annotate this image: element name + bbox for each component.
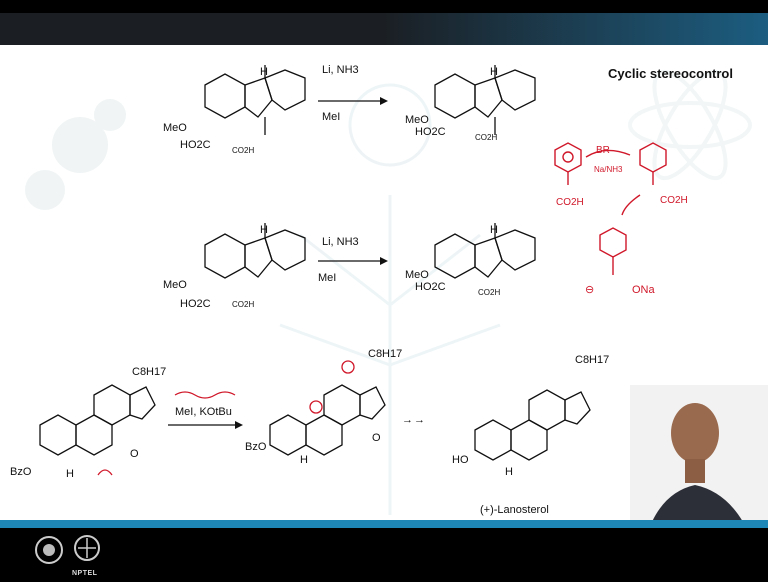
r2-reagent-bottom: MeI bbox=[318, 272, 336, 284]
r3-prod-h: H bbox=[300, 454, 308, 466]
handwritten-notes bbox=[554, 142, 667, 275]
r3-sm-bzo: BzO bbox=[10, 466, 32, 478]
hw-neg: ⊖ bbox=[585, 284, 594, 296]
slide-drawing: Cyclic stereocontrol MeO HO2C CO2H H Li,… bbox=[10, 64, 752, 516]
reaction-3-product bbox=[269, 360, 386, 456]
r3-sm-o: O bbox=[130, 448, 139, 460]
r3-reagent: MeI, KOtBu bbox=[175, 406, 232, 418]
r1-prod-h: H bbox=[490, 66, 498, 78]
nptel-logo-icon bbox=[74, 535, 100, 561]
background-tree-icon bbox=[279, 83, 501, 515]
hw-br: BR bbox=[596, 145, 610, 156]
r2-sm-ho2c: HO2C bbox=[180, 298, 211, 310]
r2-prod-ho2c: HO2C bbox=[415, 281, 446, 293]
r3-prod-bzo: BzO bbox=[245, 441, 267, 453]
r2-sm-h: H bbox=[260, 224, 268, 236]
lanosterol-ho: HO bbox=[452, 454, 469, 466]
lanosterol-h: H bbox=[505, 466, 513, 478]
r3-sm-h: H bbox=[66, 468, 74, 480]
nptel-logo-text: NPTEL bbox=[72, 570, 98, 577]
r2-prod-h: H bbox=[490, 224, 498, 236]
r1-prod-co2h: CO2H bbox=[475, 133, 497, 142]
double-arrow-1: → bbox=[402, 414, 413, 426]
hw-co2h-left: CO2H bbox=[556, 197, 584, 208]
lanosterol-label: (+)-Lanosterol bbox=[480, 504, 549, 516]
r1-reagent-top: Li, NH3 bbox=[322, 64, 359, 76]
iit-logo-icon bbox=[35, 536, 63, 564]
slide-canvas: Cyclic stereocontrol MeO HO2C CO2H H Li,… bbox=[0, 45, 768, 522]
presenter-video bbox=[630, 385, 768, 522]
lanosterol-c8h17: C8H17 bbox=[575, 354, 609, 366]
r2-sm-meo: MeO bbox=[163, 279, 187, 291]
r2-reagent-top: Li, NH3 bbox=[322, 236, 359, 248]
lanosterol-structure bbox=[474, 389, 591, 461]
r2-sm-co2h: CO2H bbox=[232, 300, 254, 309]
reaction-3-starting-material bbox=[39, 384, 156, 456]
r1-prod-meo: MeO bbox=[405, 114, 429, 126]
background-atom-icon bbox=[628, 69, 752, 181]
reaction-1-product bbox=[434, 65, 536, 135]
bottom-blue-stripe bbox=[0, 520, 768, 528]
reaction-2-starting-material bbox=[204, 223, 306, 279]
r3-prod-o: O bbox=[372, 432, 381, 444]
slide-title: Cyclic stereocontrol bbox=[608, 66, 733, 81]
r1-sm-h: H bbox=[260, 66, 268, 78]
top-color-band bbox=[0, 13, 768, 45]
r1-sm-ho2c: HO2C bbox=[180, 139, 211, 151]
r3-prod-c8h17: C8H17 bbox=[368, 348, 402, 360]
hw-ona: ONa bbox=[632, 284, 656, 296]
hw-co2h-right: CO2H bbox=[660, 195, 688, 206]
r3-sm-c8h17: C8H17 bbox=[132, 366, 166, 378]
r2-prod-meo: MeO bbox=[405, 269, 429, 281]
reaction-2-product bbox=[434, 223, 536, 279]
footer-bar: NPTEL bbox=[0, 528, 768, 582]
hw-reagent: Na/NH3 bbox=[594, 165, 623, 174]
r1-prod-ho2c: HO2C bbox=[415, 126, 446, 138]
background-gears-icon bbox=[25, 99, 126, 210]
r1-reagent-bottom: MeI bbox=[322, 111, 340, 123]
double-arrow-2: → bbox=[414, 414, 425, 426]
r1-sm-meo: MeO bbox=[163, 122, 187, 134]
r1-sm-co2h: CO2H bbox=[232, 146, 254, 155]
reaction-1-starting-material bbox=[204, 65, 306, 135]
r2-prod-co2h: CO2H bbox=[478, 288, 500, 297]
